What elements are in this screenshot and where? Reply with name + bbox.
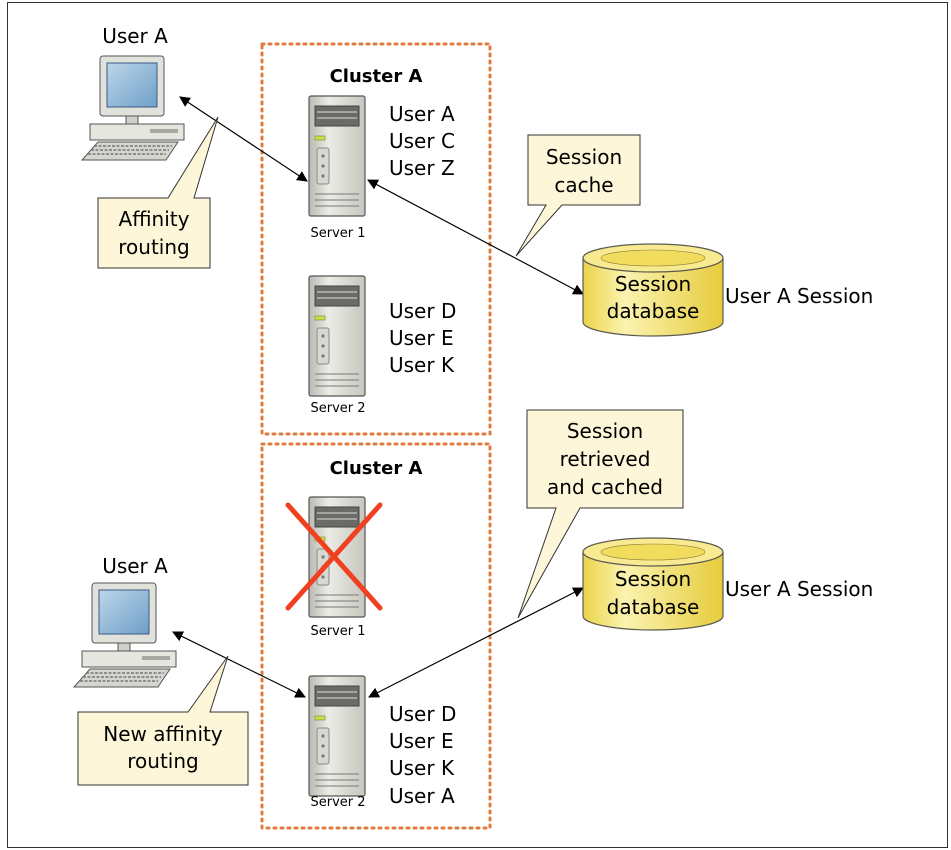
database-content-top: User A Session	[725, 284, 873, 308]
failed-server-cross-icon	[285, 502, 383, 611]
cluster-boundary-bottom	[260, 442, 492, 830]
callout-retrieved-line-1: Session	[567, 419, 643, 443]
server-2-icon-bottom	[308, 675, 366, 797]
server-1-icon-top	[308, 95, 366, 217]
server-1-user-2: User C	[389, 129, 455, 153]
callout-affinity-line-1: Affinity	[119, 207, 190, 231]
database-label-bottom-1: Session	[615, 567, 691, 591]
callout-affinity-top	[97, 116, 219, 269]
database-content-bottom: User A Session	[725, 577, 873, 601]
server-1-name-top: Server 1	[310, 226, 365, 241]
callout-new-affinity-line-1: New affinity	[103, 722, 223, 746]
cluster-title-bottom: Cluster A	[330, 458, 423, 479]
callout-retrieved-line-2: retrieved	[560, 447, 651, 471]
database-label-top-2: database	[607, 299, 700, 323]
server-1-user-3: User Z	[389, 156, 455, 180]
database-label-top-1: Session	[615, 272, 691, 296]
server-1-user-1: User A	[389, 102, 455, 126]
callout-session-retrieved	[517, 409, 684, 619]
server-2-user-1-top: User D	[389, 299, 456, 323]
callout-cache-line-2: cache	[554, 173, 613, 197]
server-2-user-2-bottom: User E	[389, 729, 454, 753]
server-2-name-top: Server 2	[310, 401, 365, 416]
server-2-name-bottom: Server 2	[310, 795, 365, 810]
server-2-user-4-bottom: User A	[389, 784, 455, 808]
server-2-user-3-bottom: User K	[389, 756, 455, 780]
cluster-title-top: Cluster A	[330, 66, 423, 87]
user-label-bottom: User A	[102, 554, 168, 578]
server-2-user-2-top: User E	[389, 326, 454, 350]
callout-affinity-line-2: routing	[118, 235, 189, 259]
server-2-user-1-bottom: User D	[389, 702, 456, 726]
new-affinity-route-arrow	[172, 631, 306, 698]
callout-retrieved-line-3: and cached	[547, 475, 663, 499]
user-computer-icon-top	[81, 55, 185, 161]
top-scenario: Cluster A User A Server 1 User A User C …	[81, 24, 873, 436]
server-1-name-bottom: Server 1	[310, 624, 365, 639]
server-db-arrow-bottom	[368, 587, 584, 698]
page-frame	[7, 2, 948, 848]
server-2-icon-top	[308, 275, 366, 397]
database-label-bottom-2: database	[607, 595, 700, 619]
affinity-route-arrow-top	[179, 96, 308, 182]
server-db-arrow-top	[367, 179, 584, 295]
callout-new-affinity-line-2: routing	[127, 749, 198, 773]
callout-session-cache	[515, 134, 641, 257]
cluster-boundary-top	[260, 42, 492, 436]
callout-cache-line-1: Session	[546, 145, 622, 169]
user-computer-icon-bottom	[73, 582, 177, 688]
bottom-scenario: Cluster A User A Server 1 Server 2 User …	[73, 409, 873, 830]
user-label-top: User A	[102, 24, 168, 48]
callout-new-affinity	[77, 655, 249, 786]
server-2-user-3-top: User K	[389, 353, 455, 377]
